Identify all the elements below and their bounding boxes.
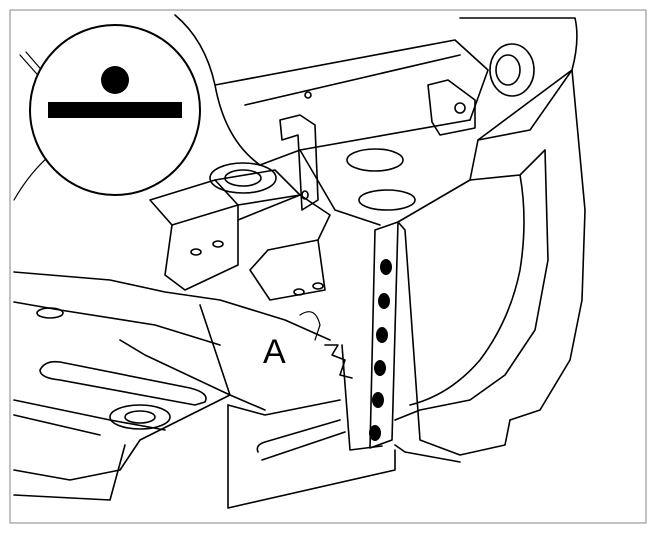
weld-point <box>376 327 388 343</box>
upper-panel <box>174 14 489 226</box>
weld-point <box>380 259 392 275</box>
weld-points <box>369 259 392 441</box>
right-side-panel <box>394 17 586 463</box>
upper-bracket <box>279 79 476 211</box>
weld-point <box>374 360 386 376</box>
weld-point <box>372 392 384 408</box>
callout-label-a: A <box>263 333 286 371</box>
callout-leader <box>299 311 321 341</box>
spot-weld-symbol-icon <box>29 24 201 196</box>
floor-panel <box>13 271 331 501</box>
center-brackets <box>149 169 331 301</box>
weld-strip <box>369 221 399 449</box>
upper-oval-holes <box>346 148 416 211</box>
right-panel-boss <box>489 43 535 97</box>
weld-point <box>378 293 390 309</box>
weld-point <box>369 425 381 441</box>
break-line <box>324 344 353 379</box>
